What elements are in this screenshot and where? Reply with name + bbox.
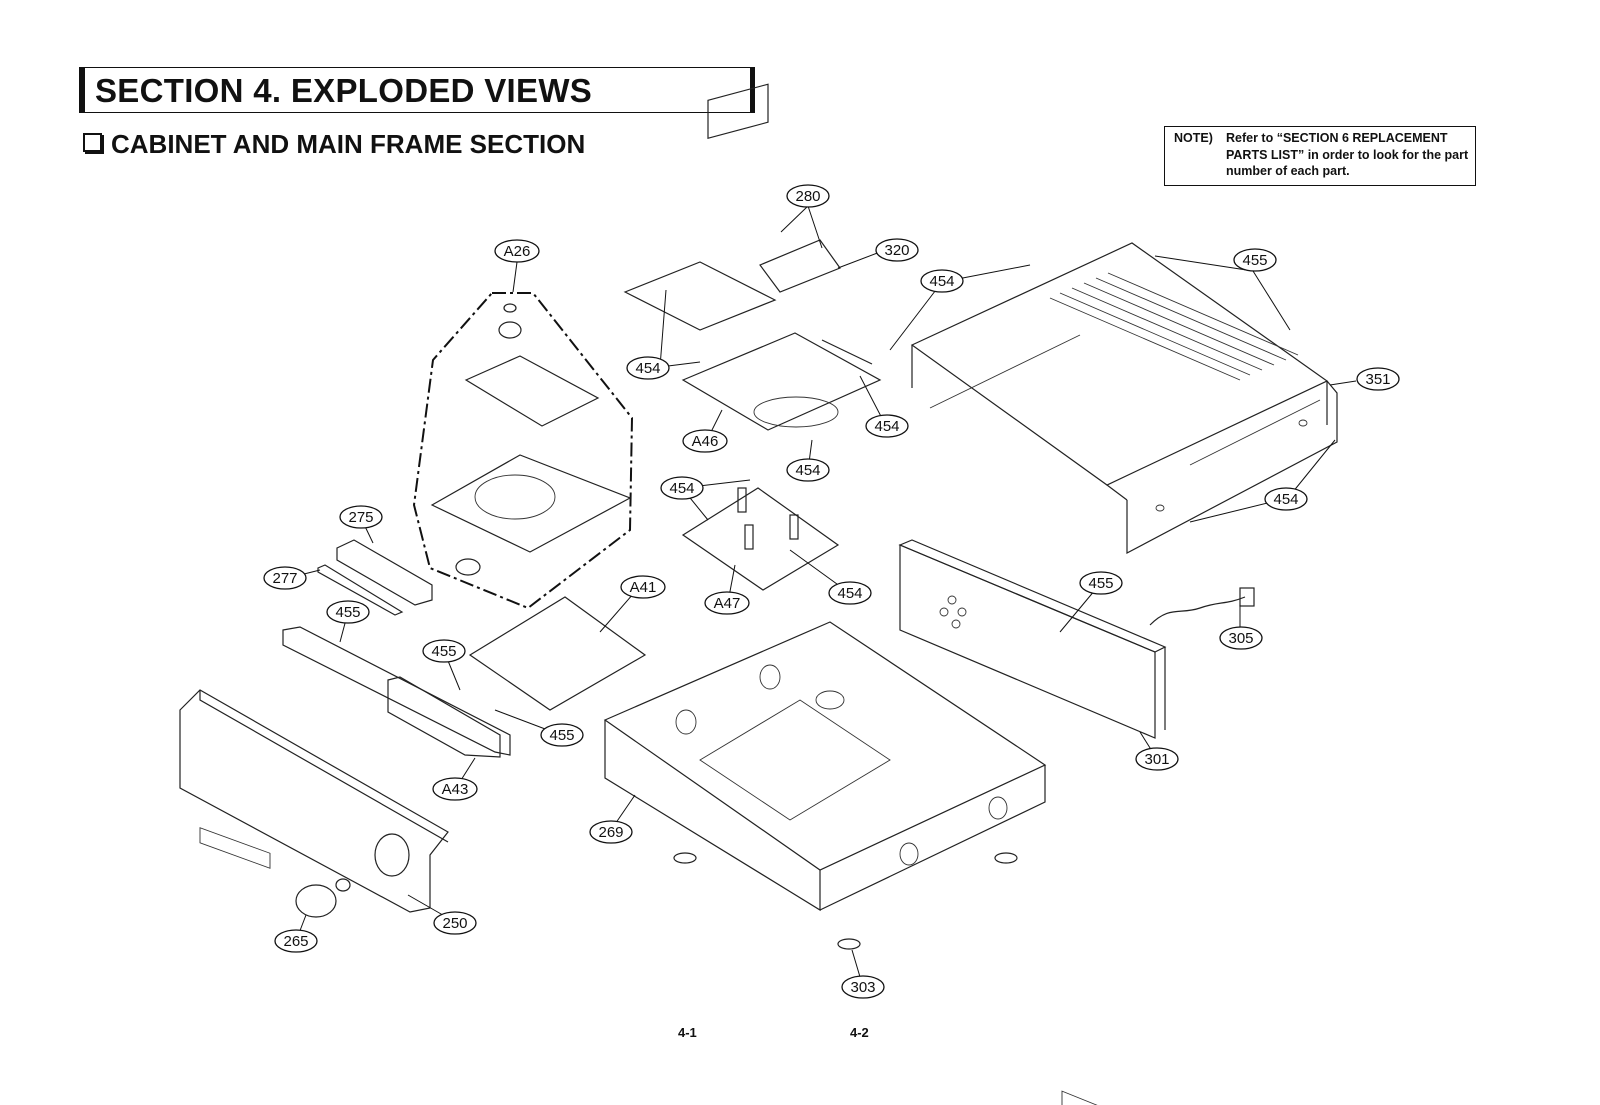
cd-mechanism-part <box>412 292 634 610</box>
callout-label: 320 <box>884 242 909 259</box>
callout-455: 455 <box>1079 571 1123 595</box>
section-title-box: SECTION 4. EXPLODED VIEWS <box>79 67 755 113</box>
callout-label: 275 <box>348 509 373 526</box>
callout-label: 455 <box>1088 575 1113 592</box>
subtitle-text: CABINET AND MAIN FRAME SECTION <box>111 129 586 159</box>
callout-454: 454 <box>920 269 964 293</box>
callout-a26: A26 <box>494 239 540 263</box>
callout-label: 455 <box>549 727 574 744</box>
callout-265: 265 <box>274 929 318 953</box>
board-a46-part <box>623 83 882 431</box>
callout-a41: A41 <box>620 575 666 599</box>
callout-303: 303 <box>841 975 885 999</box>
sub-panel-part <box>282 626 511 758</box>
subtitle: CABINET AND MAIN FRAME SECTION <box>83 129 585 160</box>
callout-label: 455 <box>335 604 360 621</box>
callout-label: 454 <box>795 462 820 479</box>
board-a41-part <box>468 596 647 711</box>
callout-455: 455 <box>540 723 584 747</box>
callout-275: 275 <box>339 505 383 529</box>
callout-label: 269 <box>598 824 623 841</box>
callout-label: 455 <box>431 643 456 660</box>
front-panel-part <box>179 689 449 918</box>
callout-label: 277 <box>272 570 297 587</box>
page-number-right: 4-2 <box>850 1025 869 1040</box>
callout-label: 351 <box>1365 371 1390 388</box>
note-text: Refer to “SECTION 6 REPLACEMENT PARTS LI… <box>1226 131 1469 178</box>
callout-label: A41 <box>630 579 657 596</box>
callout-351: 351 <box>1356 367 1400 391</box>
callout-label: A46 <box>692 433 719 450</box>
callout-277: 277 <box>263 566 307 590</box>
callout-269: 269 <box>589 820 633 844</box>
callout-label: 305 <box>1228 630 1253 647</box>
callout-a47: A47 <box>704 591 750 615</box>
callout-label: 454 <box>1273 491 1298 508</box>
callout-label: 454 <box>669 480 694 497</box>
callout-label: 250 <box>442 915 467 932</box>
note-box: NOTE) Refer to “SECTION 6 REPLACEMENT PA… <box>1164 126 1476 186</box>
callout-label: 454 <box>837 585 862 602</box>
board-a47-part <box>681 487 840 591</box>
callout-label: 303 <box>850 979 875 996</box>
callout-454: 454 <box>786 458 830 482</box>
section-title: SECTION 4. EXPLODED VIEWS <box>95 72 593 109</box>
chassis-part <box>603 621 1047 950</box>
callout-label: A43 <box>442 781 469 798</box>
callout-a46: A46 <box>682 429 728 453</box>
note-label: NOTE) <box>1174 131 1213 145</box>
callout-454: 454 <box>865 414 909 438</box>
strip-part <box>317 539 433 616</box>
top-cover-part <box>910 242 1338 554</box>
callout-454: 454 <box>660 476 704 500</box>
callout-label: 455 <box>1242 252 1267 269</box>
callout-label: 454 <box>929 273 954 290</box>
power-cord-part <box>1149 587 1255 626</box>
callout-label: A47 <box>714 595 741 612</box>
leader-lines <box>287 205 1357 988</box>
callout-454: 454 <box>828 581 872 605</box>
callout-250: 250 <box>433 911 477 935</box>
callout-455: 455 <box>422 639 466 663</box>
page-number-left: 4-1 <box>678 1025 697 1040</box>
callout-320: 320 <box>875 238 919 262</box>
callout-454: 454 <box>626 356 670 380</box>
callout-label: 454 <box>635 360 660 377</box>
rear-panel-part <box>898 539 1167 1105</box>
callout-label: 280 <box>795 188 820 205</box>
callout-label: 454 <box>874 418 899 435</box>
callout-454: 454 <box>1264 487 1308 511</box>
callout-label: 301 <box>1144 751 1169 768</box>
callout-301: 301 <box>1135 747 1179 771</box>
callout-280: 280 <box>786 184 830 208</box>
checkbox-icon <box>83 133 102 152</box>
callout-label: A26 <box>504 243 531 260</box>
callout-a43: A43 <box>432 777 478 801</box>
callout-label: 265 <box>283 933 308 950</box>
callout-305: 305 <box>1219 626 1263 650</box>
callout-455: 455 <box>1233 248 1277 272</box>
callout-455: 455 <box>326 600 370 624</box>
